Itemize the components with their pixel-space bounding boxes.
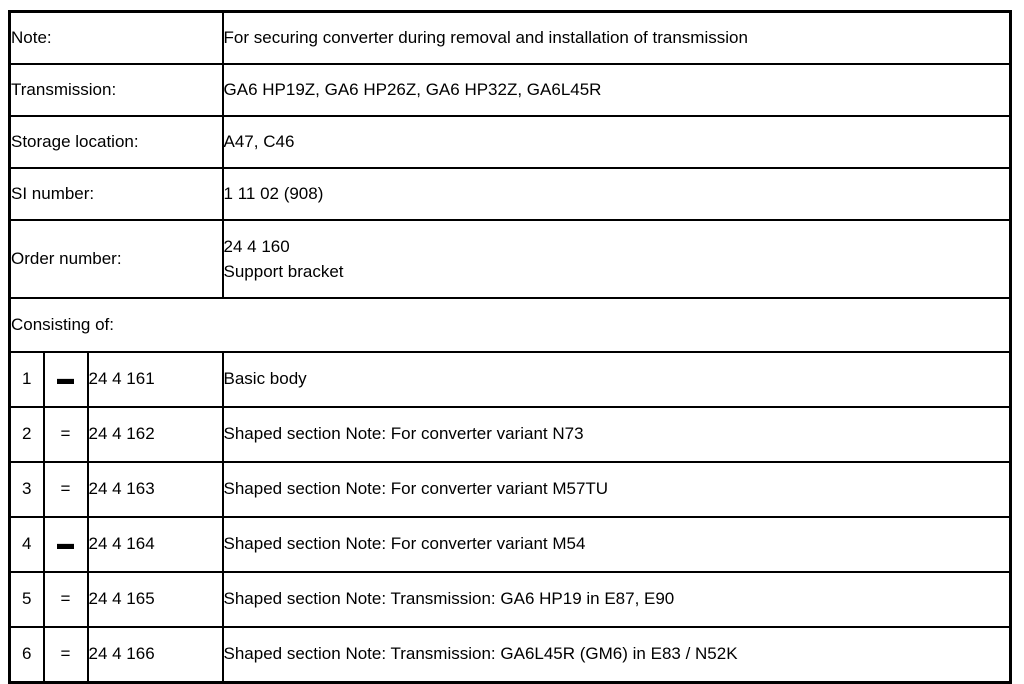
part-number: 24 4 165: [86, 571, 224, 628]
equals-symbol: =: [42, 571, 89, 628]
info-row-si-number: SI number: 1 11 02 (908): [8, 167, 1012, 221]
part-description: Shaped section Note: For converter varia…: [221, 406, 1012, 463]
parts-row-6: 6 = 24 4 166 Shaped section Note: Transm…: [8, 626, 1012, 684]
item-number: 2: [8, 406, 45, 463]
item-number: 1: [8, 351, 45, 408]
equals-symbol: ▬: [42, 516, 89, 573]
order-number-value: 24 4 160 Support bracket: [221, 219, 1012, 299]
order-number-label: Order number:: [8, 219, 224, 299]
part-description: Shaped section Note: For converter varia…: [221, 516, 1012, 573]
part-number: 24 4 162: [86, 406, 224, 463]
si-number-value: 1 11 02 (908): [221, 167, 1012, 221]
parts-row-5: 5 = 24 4 165 Shaped section Note: Transm…: [8, 571, 1012, 628]
parts-row-4: 4 ▬ 24 4 164 Shaped section Note: For co…: [8, 516, 1012, 573]
equals-symbol: =: [42, 406, 89, 463]
equals-symbol: =: [42, 626, 89, 684]
info-row-transmission: Transmission: GA6 HP19Z, GA6 HP26Z, GA6 …: [8, 63, 1012, 117]
part-description: Shaped section Note: Transmission: GA6L4…: [221, 626, 1012, 684]
item-number: 4: [8, 516, 45, 573]
part-number: 24 4 166: [86, 626, 224, 684]
note-label: Note:: [8, 10, 224, 65]
part-description: Basic body: [221, 351, 1012, 408]
info-row-storage-location: Storage location: A47, C46: [8, 115, 1012, 169]
si-number-label: SI number:: [8, 167, 224, 221]
equals-symbol: =: [42, 461, 89, 518]
parts-row-2: 2 = 24 4 162 Shaped section Note: For co…: [8, 406, 1012, 463]
info-row-note: Note: For securing converter during remo…: [8, 10, 1012, 65]
storage-location-value: A47, C46: [221, 115, 1012, 169]
item-number: 5: [8, 571, 45, 628]
special-tool-info-table: Note: For securing converter during remo…: [8, 10, 1012, 684]
storage-location-label: Storage location:: [8, 115, 224, 169]
part-description: Shaped section Note: For converter varia…: [221, 461, 1012, 518]
part-number: 24 4 161: [86, 351, 224, 408]
order-item-name: Support bracket: [223, 262, 344, 281]
part-number: 24 4 163: [86, 461, 224, 518]
part-number: 24 4 164: [86, 516, 224, 573]
info-row-order-number: Order number: 24 4 160 Support bracket: [8, 219, 1012, 299]
part-description: Shaped section Note: Transmission: GA6 H…: [221, 571, 1012, 628]
item-number: 3: [8, 461, 45, 518]
parts-row-3: 3 = 24 4 163 Shaped section Note: For co…: [8, 461, 1012, 518]
transmission-value: GA6 HP19Z, GA6 HP26Z, GA6 HP32Z, GA6L45R: [221, 63, 1012, 117]
note-value: For securing converter during removal an…: [221, 10, 1012, 65]
equals-symbol: ▬: [42, 351, 89, 408]
parts-row-1: 1 ▬ 24 4 161 Basic body: [8, 351, 1012, 408]
consisting-of-header: Consisting of:: [8, 297, 1012, 353]
transmission-label: Transmission:: [8, 63, 224, 117]
section-header-row: Consisting of:: [8, 297, 1012, 353]
item-number: 6: [8, 626, 45, 684]
order-number: 24 4 160: [223, 237, 290, 256]
